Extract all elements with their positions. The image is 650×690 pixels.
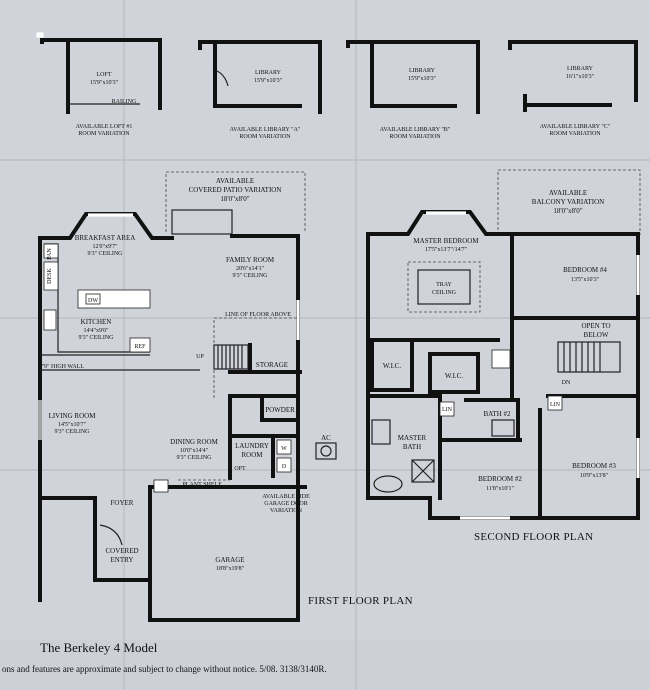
master-bath-line-2: BATH [403, 443, 421, 451]
stairs-down-label: DN [562, 380, 571, 386]
variation-loft: LOFT 15'9"x10'3" RAILING AVAILABLE LOFT … [36, 32, 162, 137]
floor-above-label: LINE OF FLOOR ABOVE [225, 312, 291, 318]
living-name: LIVING ROOM [49, 412, 97, 420]
bed4-name: BEDROOM #4 [563, 266, 607, 274]
dining-ceiling: 9'3" CEILING [176, 455, 212, 461]
storage-label: STORAGE [256, 361, 288, 369]
family-ceiling: 9'3" CEILING [232, 273, 268, 279]
refrigerator-label: REF [134, 344, 146, 350]
disclaimer-text: ons and features are approximate and sub… [2, 664, 327, 674]
linen-1-label: LIN [442, 407, 453, 413]
pantry-label: PAN [47, 248, 53, 260]
optional-label: OPT [234, 466, 246, 472]
side-door-line-1: AVAILABLE SIDE [262, 494, 310, 500]
library-b-caption-2: ROOM VARIATION [389, 134, 441, 140]
library-a-dims: 15'9"x10'3" [254, 78, 283, 84]
breakfast-name: BREAKFAST AREA [75, 234, 136, 242]
open-below-line-1: OPEN TO [581, 322, 610, 330]
library-c-dims: 16'1"x10'3" [566, 74, 595, 80]
entry-line-2: ENTRY [111, 556, 134, 564]
first-floor-title: FIRST FLOOR PLAN [308, 595, 413, 607]
desk-label: DESK [47, 268, 53, 284]
laundry-line-1: LAUNDRY [235, 442, 269, 450]
plant-shelf-label: PLANT SHELF [182, 482, 222, 488]
kitchen-dims: 14'4"x9'0" [83, 328, 109, 334]
living-ceiling: 9'3" CEILING [54, 429, 90, 435]
patio-dims: 18'0"x8'0" [220, 195, 249, 203]
bed3-dims: 10'9"x13'8" [580, 473, 609, 479]
ac-label: AC [321, 434, 331, 442]
library-b-label: LIBRARY [409, 68, 436, 74]
master-name: MASTER BEDROOM [413, 237, 479, 245]
kitchen-name: KITCHEN [81, 318, 112, 326]
foyer-label: FOYER [111, 499, 134, 507]
master-bath-line-1: MASTER [398, 434, 427, 442]
stairs-up-label: UP [196, 354, 204, 360]
dining-name: DINING ROOM [170, 438, 218, 446]
patio-line-2: COVERED PATIO VARIATION [189, 186, 282, 194]
library-b-dims: 15'9"x10'3" [408, 76, 437, 82]
open-below-line-2: BELOW [584, 331, 609, 339]
side-door-line-2: GARAGE DOOR [264, 501, 308, 507]
dishwasher-label: DW [88, 298, 98, 304]
variation-library-b: LIBRARY 15'9"x10'3" AVAILABLE LIBRARY "B… [346, 40, 480, 140]
library-a-caption-2: ROOM VARIATION [239, 134, 291, 140]
laundry-line-2: ROOM [241, 451, 263, 459]
high-wall-label: 7'9" HIGH WALL [40, 364, 84, 370]
second-floor-plan: AVAILABLE BALCONY VARIATION 18'0"x8'0" M… [366, 169, 641, 543]
tray-line-2: CEILING [432, 290, 457, 296]
tray-line-1: TRAY [436, 282, 452, 288]
garage-dims: 18'8"x19'8" [216, 566, 245, 572]
family-dims: 20'6"x14'1" [236, 266, 265, 272]
library-c-caption-1: AVAILABLE LIBRARY "C" [540, 124, 611, 130]
bath2-label: BATH #2 [483, 410, 511, 418]
bed2-name: BEDROOM #2 [478, 475, 522, 483]
library-a-label: LIBRARY [255, 70, 282, 76]
stairs-first-floor [213, 344, 249, 370]
dryer-label: D [282, 464, 287, 470]
side-door-line-3: VARIATION [270, 508, 303, 514]
dining-dims: 10'0"x14'4" [180, 448, 209, 454]
model-title: The Berkeley 4 Model [40, 640, 158, 655]
variation-library-c: LIBRARY 16'1"x10'3" AVAILABLE LIBRARY "C… [508, 40, 638, 137]
family-name: FAMILY ROOM [226, 256, 275, 264]
library-a-caption-1: AVAILABLE LIBRARY "A" [230, 127, 301, 133]
loft-label: LOFT [97, 72, 112, 78]
loft-caption-2: ROOM VARIATION [78, 131, 130, 137]
second-floor-title: SECOND FLOOR PLAN [474, 531, 593, 543]
variation-library-a: LIBRARY 15'9"x10'3" AVAILABLE LIBRARY "A… [198, 40, 322, 140]
library-c-caption-2: ROOM VARIATION [549, 131, 601, 137]
bed4-dims: 13'5"x10'3" [571, 277, 600, 283]
loft-dims: 15'9"x10'3" [90, 80, 119, 86]
wic-2-label: W.I.C. [445, 372, 463, 380]
balcony-line-2: BALCONY VARIATION [532, 198, 604, 206]
library-b-caption-1: AVAILABLE LIBRARY "B" [380, 127, 451, 133]
breakfast-ceiling: 9'3" CEILING [87, 251, 123, 257]
kitchen-ceiling: 9'3" CEILING [78, 335, 114, 341]
bed3-name: BEDROOM #3 [572, 462, 616, 470]
powder-label: POWDER [265, 406, 295, 414]
breakfast-dims: 12'0"x9'7" [92, 244, 118, 250]
washer-label: W [281, 446, 287, 452]
entry-line-1: COVERED [105, 547, 138, 555]
bed2-dims: 11'8"x10'1" [486, 486, 514, 492]
master-dims: 17'5"x13'7"/14'7" [425, 247, 468, 253]
garage-name: GARAGE [215, 556, 244, 564]
linen-2-label: LIN [550, 402, 561, 408]
library-c-label: LIBRARY [567, 66, 594, 72]
wic-1-label: W.I.C. [383, 362, 401, 370]
railing-label: RAILING [112, 99, 137, 105]
patio-line-1: AVAILABLE [216, 177, 254, 185]
first-floor-plan: AVAILABLE COVERED PATIO VARIATION 18'0"x… [38, 171, 413, 622]
loft-caption-1: AVAILABLE LOFT #1 [76, 124, 133, 130]
balcony-line-1: AVAILABLE [549, 189, 587, 197]
living-dims: 14'5"x10'7" [58, 422, 87, 428]
balcony-dims: 18'0"x8'0" [553, 207, 582, 215]
